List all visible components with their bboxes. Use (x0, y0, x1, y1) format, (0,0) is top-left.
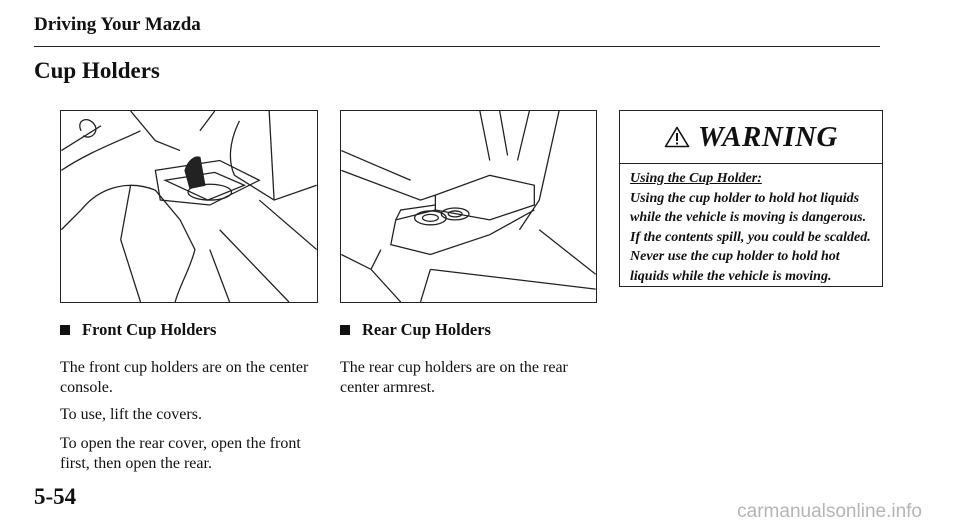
warning-text: Using the cup holder to hold hot liquids… (630, 190, 871, 284)
watermark: carmanualsonline.info (737, 501, 922, 522)
rear-cup-holders-heading: Rear Cup Holders (340, 320, 491, 340)
warning-title: WARNING (698, 120, 838, 153)
rear-paragraph-1: The rear cup holders are on the rear cen… (340, 359, 568, 396)
front-paragraph-2: To use, lift the covers. (60, 406, 202, 423)
square-bullet-icon (340, 325, 350, 335)
page-title: Cup Holders (34, 58, 160, 83)
header-divider (34, 46, 880, 47)
warning-body: Using the Cup Holder: Using the cup hold… (620, 164, 882, 286)
front-cup-holder-figure (60, 110, 318, 303)
front-subhead-label: Front Cup Holders (82, 320, 217, 339)
square-bullet-icon (60, 325, 70, 335)
header-title: Driving Your Mazda (34, 14, 201, 35)
front-cup-holders-heading: Front Cup Holders (60, 320, 216, 340)
front-paragraph-3: To open the rear cover, open the front f… (60, 435, 301, 472)
rear-cup-holder-figure (340, 110, 597, 303)
warning-subtitle: Using the Cup Holder: (630, 171, 762, 186)
front-paragraph-1: The front cup holders are on the center … (60, 359, 309, 396)
warning-box: WARNING Using the Cup Holder: Using the … (619, 110, 883, 287)
front-cup-holder-illustration-icon (61, 111, 317, 302)
warning-header: WARNING (620, 111, 882, 164)
warning-triangle-icon (664, 126, 690, 148)
rear-subhead-label: Rear Cup Holders (362, 320, 491, 339)
page-number: 5-54 (34, 484, 77, 509)
rear-cup-holder-illustration-icon (341, 111, 596, 302)
